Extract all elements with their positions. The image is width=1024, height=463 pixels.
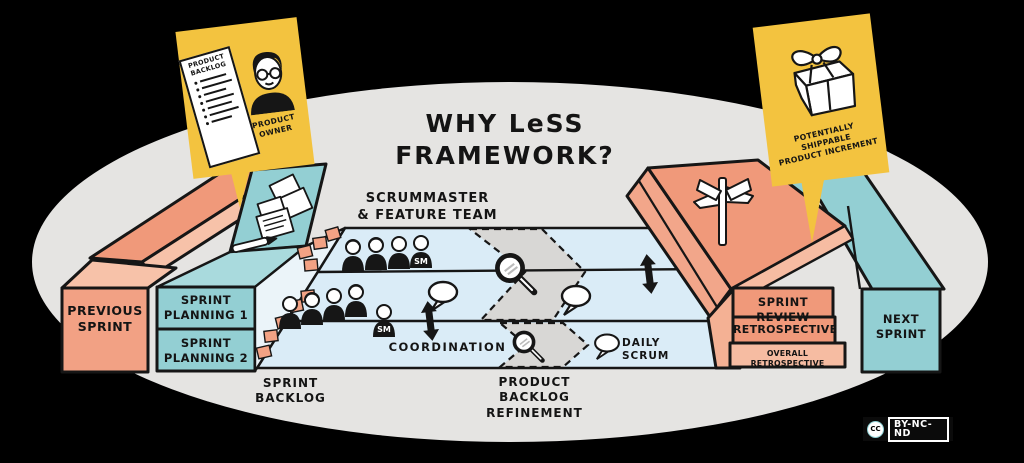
sprint-planning-2-label: SPRINT PLANNING 2: [163, 336, 249, 365]
sprint-backlog-label: SPRINT BACKLOG: [255, 376, 326, 406]
retrospective-label: RETROSPECTIVE: [733, 323, 838, 336]
sm-badge: SM: [377, 325, 391, 334]
cc-icon: CC: [867, 420, 884, 438]
next-sprint-label: NEXT SPRINT: [875, 312, 927, 341]
sm-badge: SM: [414, 257, 428, 266]
overall-retrospective-label: OVERALL RETROSPECTIVE: [750, 349, 825, 368]
page-title: WHY LeSS FRAMEWORK?: [395, 109, 615, 170]
previous-sprint-label: PREVIOUS SPRINT: [67, 303, 143, 334]
backlog-lines: [189, 71, 245, 127]
sprint-review-label: SPRINT REVIEW: [756, 295, 810, 324]
gift-box-icon: [791, 45, 857, 117]
scrummaster-feature-team-label: SCRUMMASTER & FEATURE TEAM: [357, 191, 498, 223]
sprint-review-structure: [625, 158, 855, 370]
next-sprint-box: [860, 287, 942, 374]
feature-team-1: SM: [341, 235, 433, 273]
increment-callout: POTENTIALLY SHIPPABLE PRODUCT INCREMENT: [752, 13, 890, 187]
sprint-planning-1-label: SPRINT PLANNING 1: [163, 293, 249, 322]
product-backlog-refinement-label: PRODUCT BACKLOG REFINEMENT: [486, 375, 583, 420]
cc-license-badge: CC BY-NC-ND: [863, 416, 953, 442]
crossroads-sign-icon: [693, 177, 754, 246]
sticky-note-wall: [253, 226, 347, 373]
pen-icon: [231, 236, 278, 253]
product-owner-callout: PRODUCT BACKLOG PRODUCT OWNER: [175, 17, 315, 179]
feature-team-2: SM: [278, 284, 396, 338]
product-owner-portrait-icon: [251, 52, 295, 116]
sprint-backlog-papers: [231, 173, 314, 253]
coordination-label: COORDINATION: [388, 340, 507, 354]
sign-pointer: [799, 164, 827, 243]
daily-scrum-label: DAILY SCRUM: [622, 337, 670, 363]
license-label: BY-NC-ND: [888, 416, 949, 442]
